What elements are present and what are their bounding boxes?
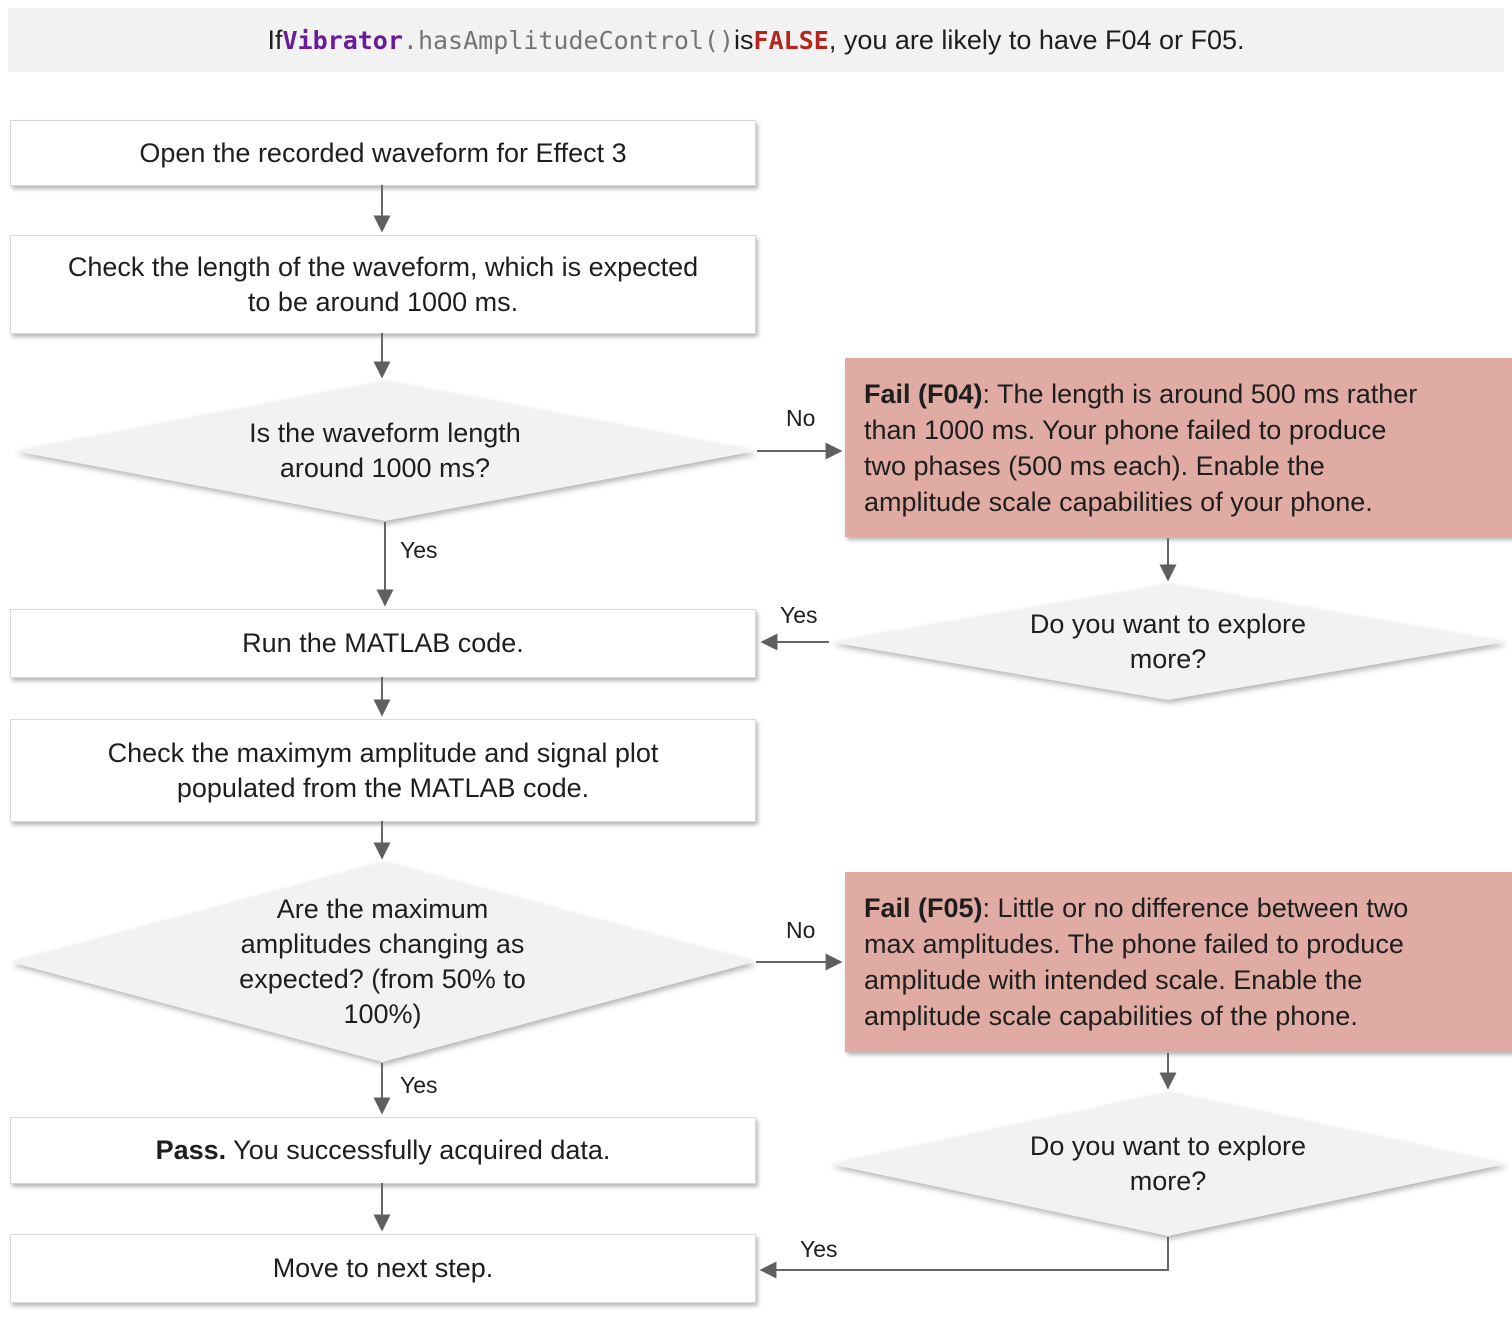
fail-f05-text: Fail (F05): Little or no difference betw…	[864, 890, 1408, 1034]
process-open-waveform: Open the recorded waveform for Effect 3	[10, 120, 756, 186]
edge-label-yes-2: Yes	[780, 602, 818, 628]
process-open-waveform-text: Open the recorded waveform for Effect 3	[139, 137, 627, 168]
decision-waveform-length: Is the waveform length around 1000 ms?	[14, 381, 756, 521]
process-check-amplitude-text: Check the maximym amplitude and signal p…	[107, 737, 659, 803]
pass-rest: You successfully acquired data.	[226, 1135, 611, 1165]
code-has-amplitude-control: .hasAmplitudeControl()	[402, 25, 735, 55]
header-prefix: If	[267, 24, 283, 55]
fail-f04-text: Fail (F04): The length is around 500 ms …	[864, 376, 1417, 520]
fail-f05-box: Fail (F05): Little or no difference betw…	[845, 872, 1512, 1052]
code-false: FALSE	[753, 25, 829, 55]
process-check-length-text: Check the length of the waveform, which …	[67, 251, 699, 317]
diamond-shape	[830, 584, 1506, 700]
decision-amplitudes-changing-text: Are the maximum amplitudes changing as e…	[239, 894, 526, 1029]
decision-explore-more-2-text: Do you want to explore more?	[1029, 1131, 1307, 1196]
header-suffix: , you are likely to have F04 or F05.	[828, 24, 1245, 55]
process-move-next: Move to next step.	[10, 1234, 756, 1303]
edge-label-yes-4: Yes	[800, 1236, 838, 1262]
fail-f05-rest: : Little or no difference between two ma…	[864, 893, 1409, 1031]
process-check-amplitude: Check the maximym amplitude and signal p…	[10, 719, 756, 822]
decision-amplitudes-changing: Are the maximum amplitudes changing as e…	[10, 862, 755, 1062]
process-move-next-text: Move to next step.	[272, 1253, 494, 1283]
pass-label: Pass.	[155, 1135, 227, 1165]
fail-f04-box: Fail (F04): The length is around 500 ms …	[845, 358, 1512, 537]
diamond-shape	[14, 381, 756, 521]
header-note: If Vibrator .hasAmplitudeControl() is FA…	[8, 8, 1504, 72]
fail-f05-label: Fail (F05)	[864, 893, 983, 923]
process-run-matlab: Run the MATLAB code.	[10, 609, 756, 678]
code-vibrator: Vibrator	[282, 25, 403, 55]
edge-label-no-1: No	[786, 405, 816, 431]
edge-label-yes-3: Yes	[400, 1072, 438, 1098]
edge-label-no-2: No	[786, 917, 816, 943]
process-pass-text: Pass. You successfully acquired data.	[156, 1133, 611, 1168]
edge-label-yes-1: Yes	[400, 537, 438, 563]
decision-explore-more-1-text: Do you want to explore more?	[1029, 609, 1307, 674]
process-pass: Pass. You successfully acquired data.	[10, 1117, 756, 1184]
decision-waveform-length-text: Is the waveform length around 1000 ms?	[249, 418, 521, 483]
header-middle: is	[734, 24, 754, 55]
process-run-matlab-text: Run the MATLAB code.	[242, 628, 524, 658]
decision-explore-more-1: Do you want to explore more?	[830, 584, 1506, 700]
fail-f04-label: Fail (F04)	[864, 378, 983, 409]
fail-f04-rest: : The length is around 500 ms rather tha…	[864, 378, 1418, 517]
diamond-shape	[10, 862, 755, 1062]
process-check-length: Check the length of the waveform, which …	[10, 235, 756, 334]
decision-explore-more-2: Do you want to explore more?	[830, 1092, 1506, 1236]
diamond-shape	[830, 1092, 1506, 1236]
